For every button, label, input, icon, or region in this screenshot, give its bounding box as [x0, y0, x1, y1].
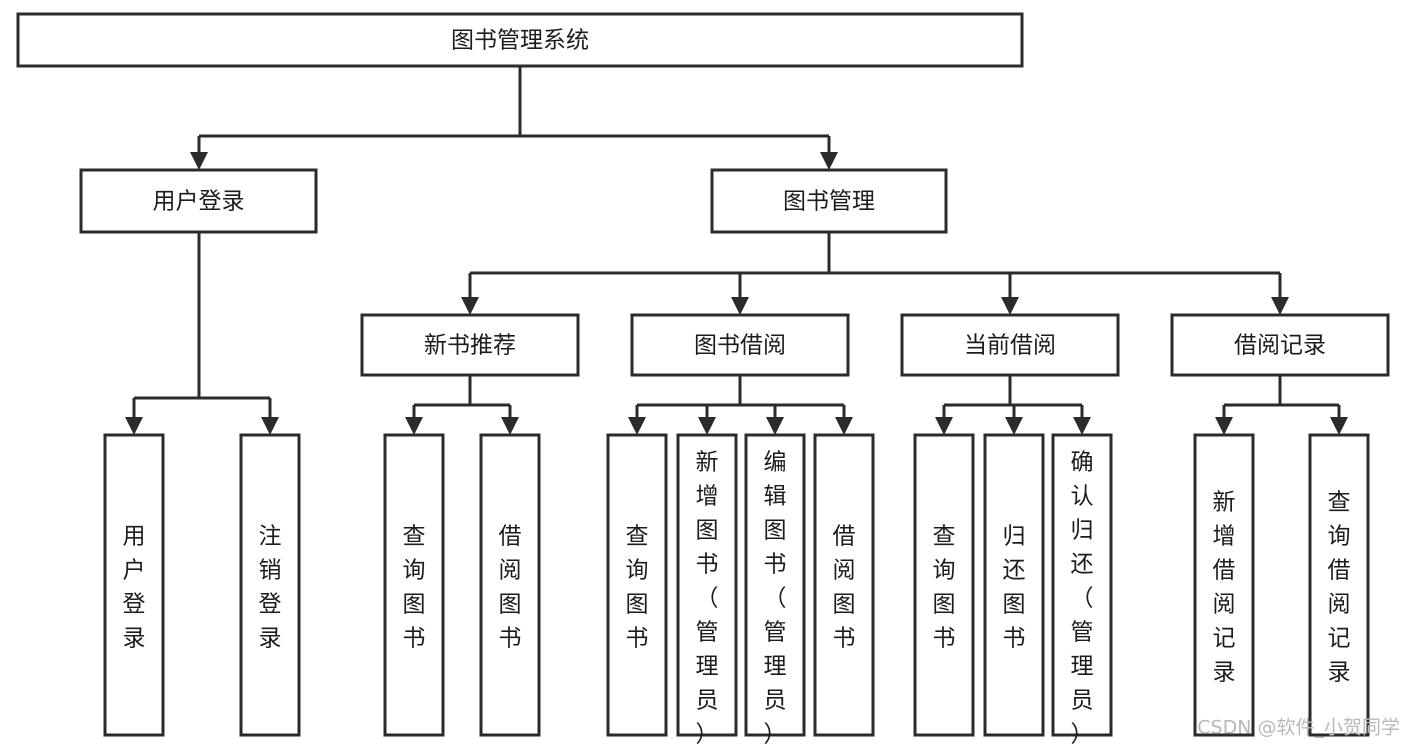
node-box-user-login[interactable] — [79, 168, 318, 234]
node-box-new-book-recommend[interactable] — [360, 313, 580, 377]
arrow-head-icon-leaf-add-book-admin — [698, 417, 716, 435]
node-box-leaf-query-book-borrow[interactable] — [606, 433, 668, 737]
node-current-borrow[interactable]: 当前借阅 — [900, 313, 1120, 377]
node-leaf-add-book-admin[interactable]: 新增图书（管理员） — [676, 433, 738, 747]
node-label-user-login: 用户登录 — [153, 189, 245, 215]
connector-layer — [125, 66, 1348, 435]
node-box-leaf-user-login[interactable] — [103, 433, 165, 737]
node-box-leaf-query-borrow-record[interactable] — [1308, 433, 1370, 737]
arrow-head-icon-leaf-user-login — [125, 417, 143, 435]
node-leaf-borrow-book-rec[interactable]: 借阅图书 — [479, 433, 541, 737]
node-box-leaf-edit-book-admin[interactable] — [744, 433, 806, 737]
arrow-head-icon-book-borrow — [731, 297, 749, 315]
node-box-leaf-confirm-return-admin[interactable] — [1051, 433, 1113, 737]
arrow-head-icon-leaf-query-book-borrow — [628, 417, 646, 435]
arrow-head-icon-leaf-edit-book-admin — [766, 417, 784, 435]
node-leaf-user-login[interactable]: 用户登录 — [103, 433, 165, 737]
node-borrow-record[interactable]: 借阅记录 — [1170, 313, 1390, 377]
arrow-head-icon-new-book-recommend — [461, 297, 479, 315]
node-leaf-query-book-current[interactable]: 查询图书 — [913, 433, 975, 737]
node-box-root[interactable] — [16, 12, 1024, 68]
node-label-new-book-recommend: 新书推荐 — [424, 333, 516, 359]
arrow-head-icon-borrow-record — [1271, 297, 1289, 315]
arrow-head-icon-leaf-logout — [261, 417, 279, 435]
node-label-leaf-return-book: 归还图书 — [1003, 524, 1026, 652]
node-label-book-borrow: 图书借阅 — [694, 333, 786, 359]
node-label-leaf-add-book-admin: 新增图书（管理员） — [696, 450, 719, 747]
node-user-login[interactable]: 用户登录 — [79, 168, 318, 234]
node-label-leaf-add-borrow-record: 新增借阅记录 — [1213, 490, 1236, 686]
node-leaf-edit-book-admin[interactable]: 编辑图书（管理员） — [744, 433, 806, 747]
node-box-borrow-record[interactable] — [1170, 313, 1390, 377]
arrow-head-icon-leaf-borrow-book-rec — [501, 417, 519, 435]
node-label-borrow-record: 借阅记录 — [1234, 333, 1326, 359]
arrow-head-icon-leaf-query-book-current — [935, 417, 953, 435]
node-label-leaf-query-book-rec: 查询图书 — [403, 524, 426, 652]
node-box-leaf-query-book-rec[interactable] — [383, 433, 445, 737]
node-label-book-management: 图书管理 — [783, 189, 875, 215]
node-leaf-return-book[interactable]: 归还图书 — [983, 433, 1045, 737]
node-label-leaf-user-login: 用户登录 — [123, 524, 146, 652]
node-label-leaf-edit-book-admin: 编辑图书（管理员） — [764, 450, 787, 747]
node-label-root: 图书管理系统 — [451, 28, 589, 54]
node-leaf-query-borrow-record[interactable]: 查询借阅记录 — [1308, 433, 1370, 737]
arrow-head-icon-user-login — [190, 152, 208, 170]
node-layer: 图书管理系统用户登录图书管理新书推荐图书借阅当前借阅借阅记录用户登录注销登录查询… — [16, 12, 1390, 747]
node-label-leaf-logout: 注销登录 — [259, 524, 282, 652]
node-label-leaf-borrow-book: 借阅图书 — [833, 524, 856, 652]
node-leaf-borrow-book[interactable]: 借阅图书 — [813, 433, 875, 737]
node-box-leaf-add-book-admin[interactable] — [676, 433, 738, 737]
arrow-head-icon-book-management — [820, 152, 838, 170]
arrow-head-icon-leaf-confirm-return-admin — [1073, 417, 1091, 435]
arrow-head-icon-leaf-query-borrow-record — [1330, 417, 1348, 435]
node-book-borrow[interactable]: 图书借阅 — [630, 313, 850, 377]
node-label-leaf-query-book-borrow: 查询图书 — [626, 524, 649, 652]
node-leaf-query-book-borrow[interactable]: 查询图书 — [606, 433, 668, 737]
node-leaf-add-borrow-record[interactable]: 新增借阅记录 — [1193, 433, 1255, 737]
node-label-leaf-borrow-book-rec: 借阅图书 — [499, 524, 522, 652]
node-box-leaf-add-borrow-record[interactable] — [1193, 433, 1255, 737]
arrow-head-icon-leaf-borrow-book — [835, 417, 853, 435]
csdn-watermark: CSDN @软件_小贺同学 — [1197, 717, 1400, 739]
node-box-book-borrow[interactable] — [630, 313, 850, 377]
node-label-leaf-query-borrow-record: 查询借阅记录 — [1328, 490, 1351, 686]
node-new-book-recommend[interactable]: 新书推荐 — [360, 313, 580, 377]
arrow-head-icon-leaf-add-borrow-record — [1215, 417, 1233, 435]
node-box-leaf-borrow-book-rec[interactable] — [479, 433, 541, 737]
node-box-leaf-borrow-book[interactable] — [813, 433, 875, 737]
arrow-head-icon-leaf-return-book — [1005, 417, 1023, 435]
node-leaf-confirm-return-admin[interactable]: 确认归还（管理员） — [1051, 433, 1113, 747]
arrow-head-icon-current-borrow — [1001, 297, 1019, 315]
node-label-leaf-query-book-current: 查询图书 — [933, 524, 956, 652]
node-box-leaf-return-book[interactable] — [983, 433, 1045, 737]
node-label-current-borrow: 当前借阅 — [964, 333, 1056, 359]
node-box-book-management[interactable] — [710, 168, 948, 234]
node-leaf-logout[interactable]: 注销登录 — [239, 433, 301, 737]
node-box-leaf-logout[interactable] — [239, 433, 301, 737]
node-box-leaf-query-book-current[interactable] — [913, 433, 975, 737]
node-label-leaf-confirm-return-admin: 确认归还（管理员） — [1071, 450, 1094, 747]
arrow-head-icon-leaf-query-book-rec — [405, 417, 423, 435]
node-root[interactable]: 图书管理系统 — [16, 12, 1024, 68]
node-leaf-query-book-rec[interactable]: 查询图书 — [383, 433, 445, 737]
node-box-current-borrow[interactable] — [900, 313, 1120, 377]
node-book-management[interactable]: 图书管理 — [710, 168, 948, 234]
